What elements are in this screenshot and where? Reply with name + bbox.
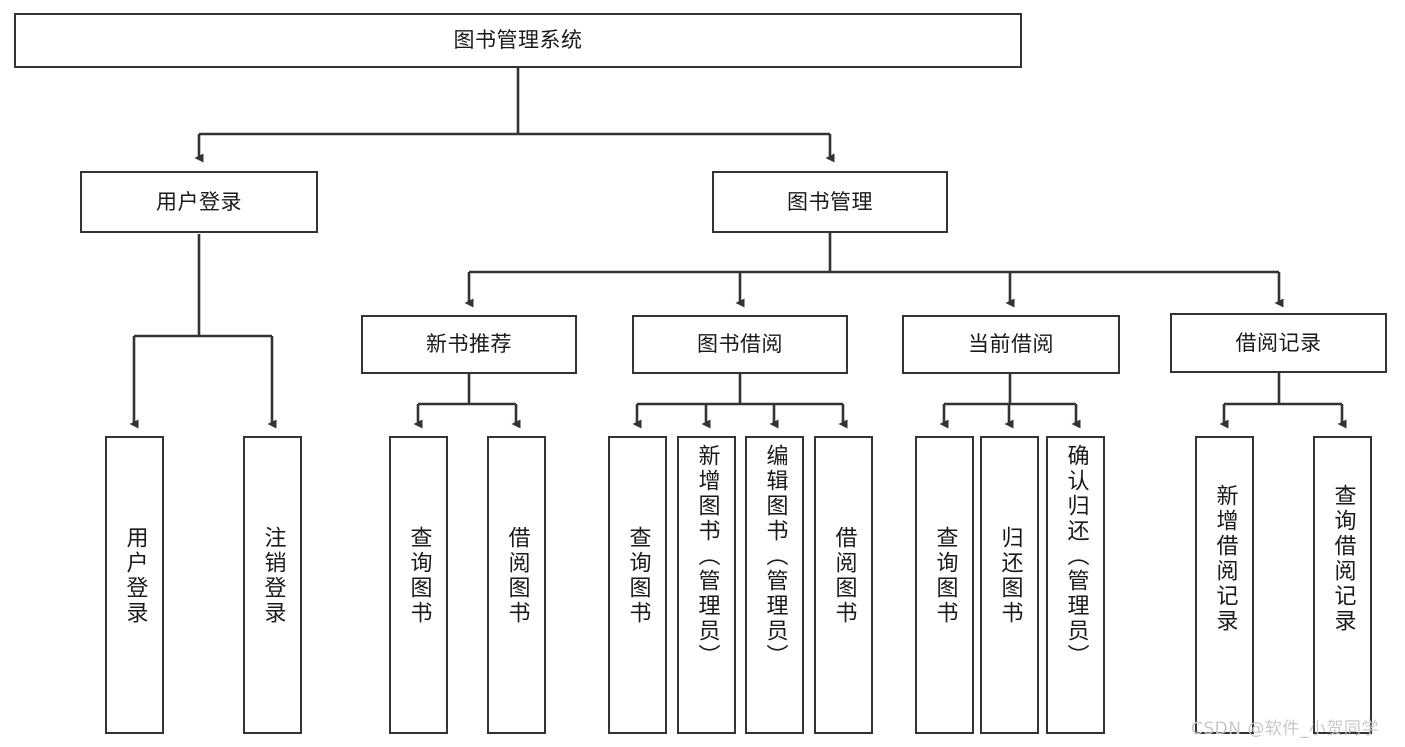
node-leaf-add-book[interactable]: 新增图书（管理员） [677, 436, 736, 734]
node-leaf-confirm-return-label: 确认归还（管理员） [1063, 444, 1089, 669]
node-leaf-query-book-2-label: 查询图书 [625, 526, 651, 626]
node-leaf-return-book[interactable]: 归还图书 [980, 436, 1039, 734]
node-user-login[interactable]: 用户登录 [80, 171, 318, 233]
node-leaf-borrow-book-1[interactable]: 借阅图书 [487, 436, 546, 734]
node-root[interactable]: 图书管理系统 [14, 13, 1022, 68]
node-leaf-user-login[interactable]: 用户登录 [105, 436, 164, 734]
node-leaf-borrow-book-2[interactable]: 借阅图书 [814, 436, 873, 734]
csdn-watermark: CSDN @软件_小贺同学 [1191, 719, 1379, 739]
node-leaf-query-record[interactable]: 查询借阅记录 [1313, 436, 1372, 734]
node-book-borrow-label: 图书借阅 [697, 332, 783, 357]
node-leaf-borrow-book-1-label: 借阅图书 [504, 526, 530, 626]
node-leaf-edit-book[interactable]: 编辑图书（管理员） [745, 436, 804, 734]
node-leaf-query-book-1[interactable]: 查询图书 [389, 436, 448, 734]
node-leaf-user-login-label: 用户登录 [122, 526, 148, 626]
node-leaf-query-book-2[interactable]: 查询图书 [608, 436, 667, 734]
node-new-book-recommend-label: 新书推荐 [426, 332, 512, 357]
node-root-label: 图书管理系统 [453, 28, 583, 53]
node-new-book-recommend[interactable]: 新书推荐 [361, 315, 577, 374]
node-leaf-query-book-3-label: 查询图书 [932, 526, 958, 626]
node-current-borrow[interactable]: 当前借阅 [902, 315, 1120, 374]
node-leaf-confirm-return[interactable]: 确认归还（管理员） [1046, 436, 1105, 734]
node-leaf-add-record-label: 新增借阅记录 [1212, 484, 1238, 634]
node-leaf-borrow-book-2-label: 借阅图书 [831, 526, 857, 626]
node-leaf-edit-book-label: 编辑图书（管理员） [762, 444, 788, 669]
node-leaf-user-logout-label: 注销登录 [260, 526, 286, 626]
node-leaf-return-book-label: 归还图书 [997, 526, 1023, 626]
node-borrow-record-label: 借阅记录 [1235, 330, 1322, 355]
node-leaf-user-logout[interactable]: 注销登录 [243, 436, 302, 734]
node-leaf-add-book-label: 新增图书（管理员） [694, 444, 720, 669]
node-current-borrow-label: 当前借阅 [968, 332, 1054, 357]
node-leaf-query-record-label: 查询借阅记录 [1330, 484, 1356, 634]
node-user-login-label: 用户登录 [156, 189, 242, 214]
node-leaf-add-record[interactable]: 新增借阅记录 [1195, 436, 1254, 734]
node-book-management-label: 图书管理 [787, 189, 873, 214]
node-book-borrow[interactable]: 图书借阅 [632, 315, 848, 374]
node-borrow-record[interactable]: 借阅记录 [1170, 313, 1387, 373]
node-leaf-query-book-1-label: 查询图书 [406, 526, 432, 626]
node-book-management[interactable]: 图书管理 [712, 171, 948, 233]
node-leaf-query-book-3[interactable]: 查询图书 [915, 436, 974, 734]
